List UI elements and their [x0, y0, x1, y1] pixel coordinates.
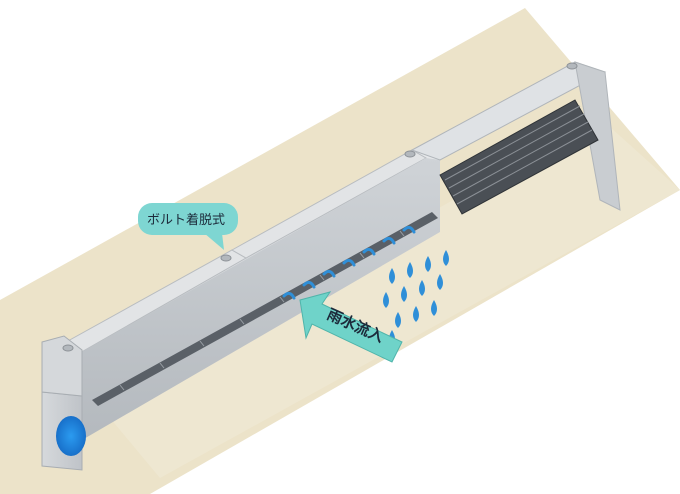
channel-end-top	[41, 335, 83, 397]
pipe-opening	[56, 416, 86, 456]
inspection-box-side	[574, 61, 621, 211]
bolt-callout: ボルト着脱式	[138, 203, 238, 250]
bolt-icon	[62, 62, 578, 352]
water-flow-arrow-icon	[282, 225, 416, 300]
grating-bars	[444, 105, 593, 205]
bolt-callout-label: ボルト着脱式	[147, 212, 225, 228]
slot-segments	[119, 230, 405, 391]
